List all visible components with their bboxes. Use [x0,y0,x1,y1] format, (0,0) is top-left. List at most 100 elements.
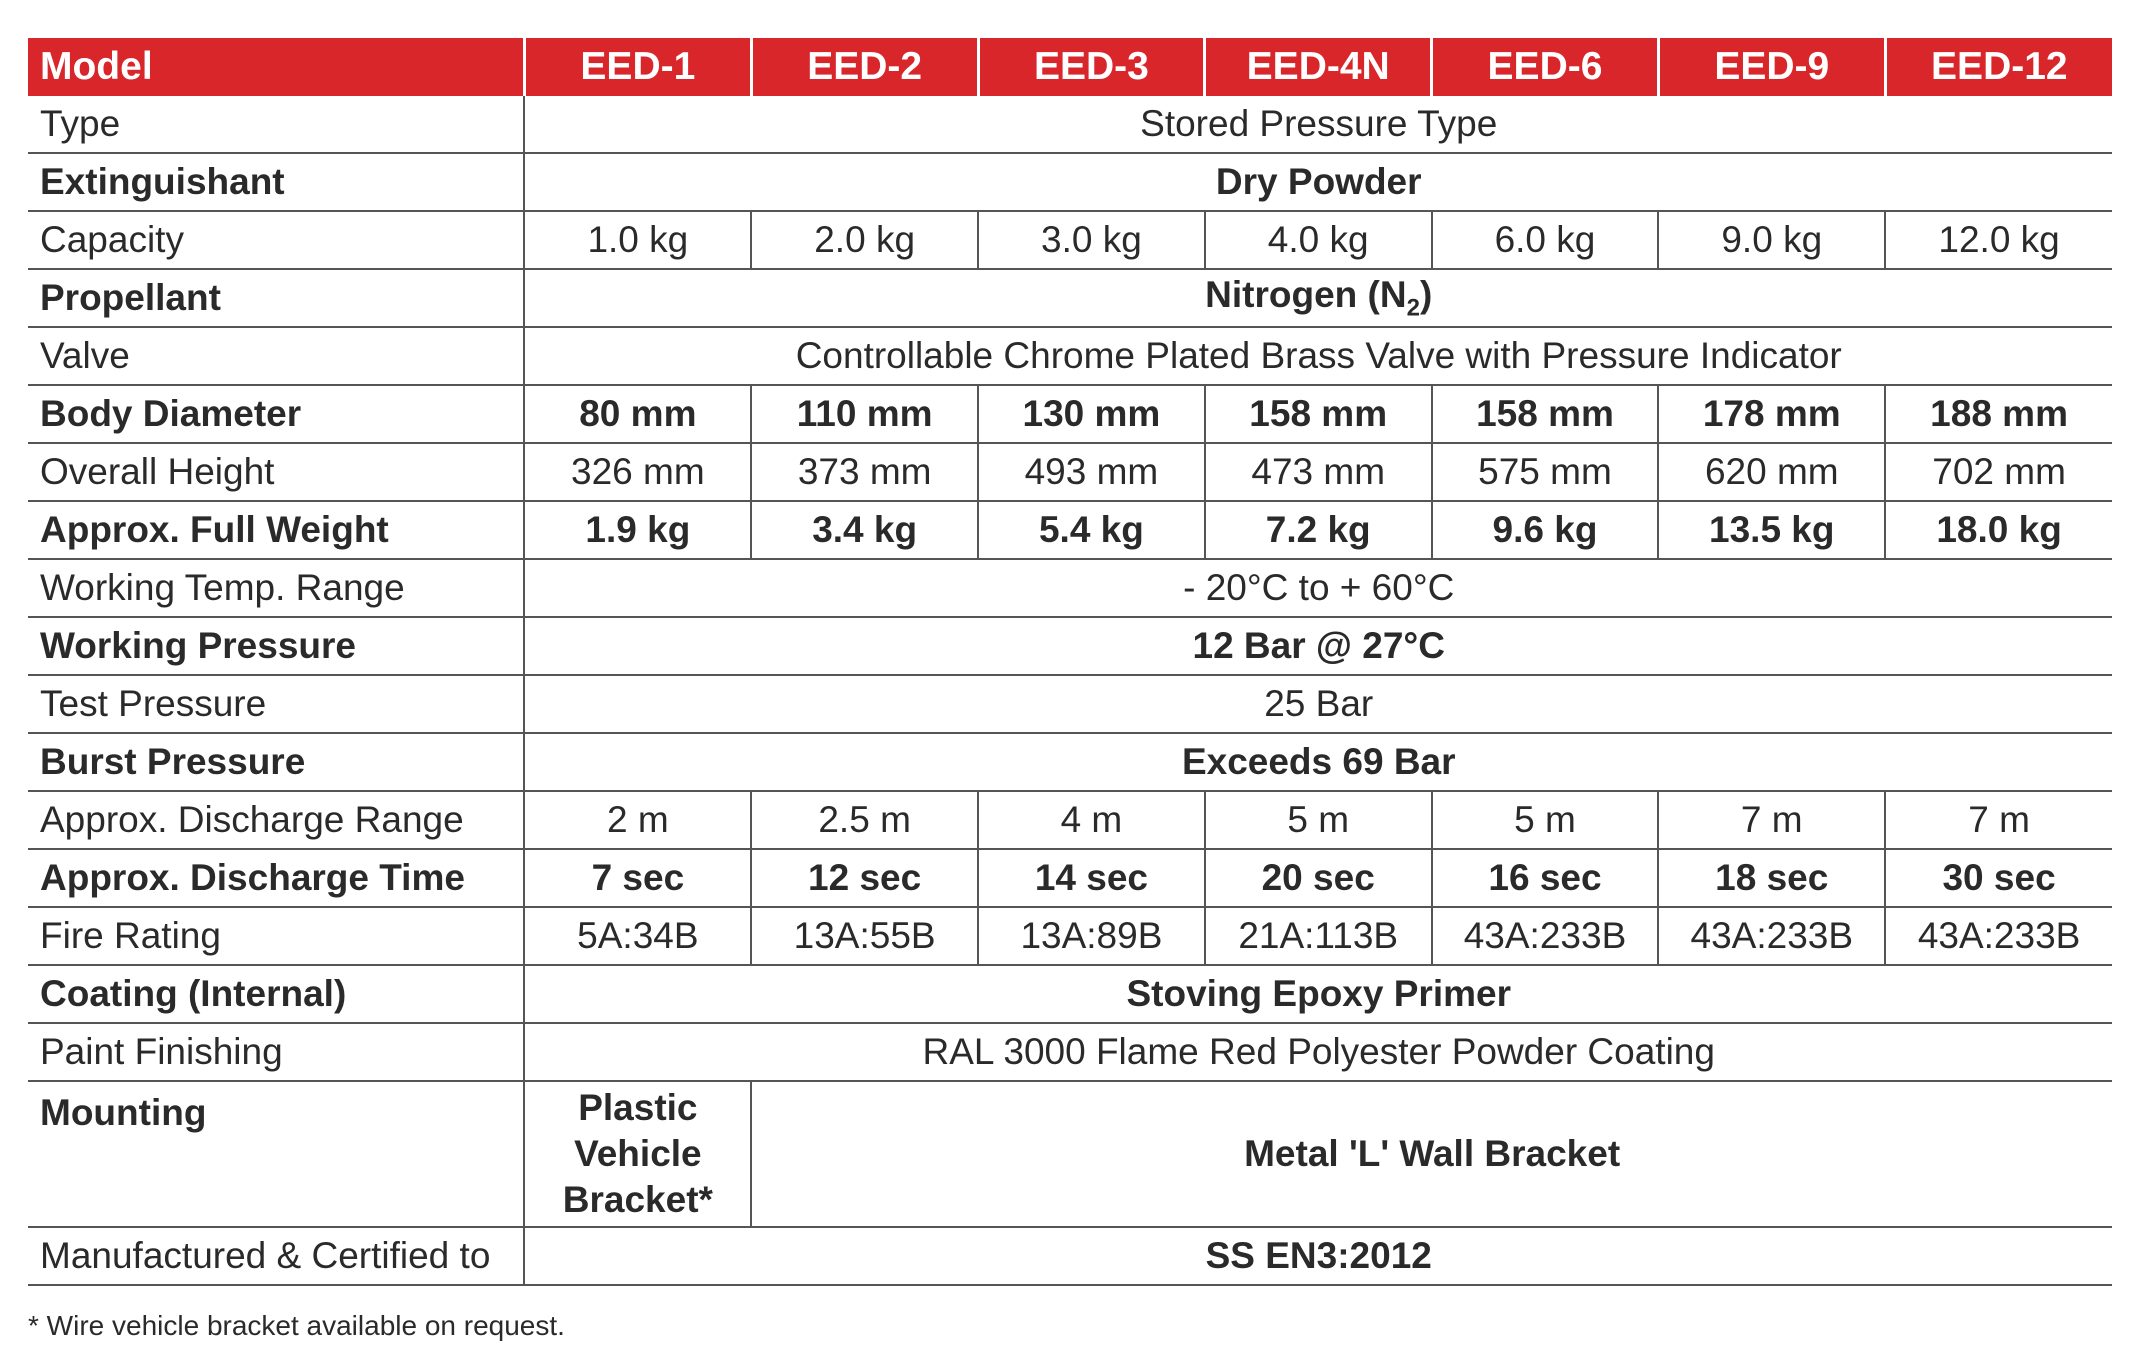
value-valve: Controllable Chrome Plated Brass Valve w… [523,327,2112,386]
cell-body-diameter: 110 mm [750,385,979,444]
cell-discharge-range: 7 m [1884,791,2112,850]
cell-discharge-time: 20 sec [1203,849,1432,908]
cell-discharge-time: 18 sec [1657,849,1886,908]
row-extinguishant: Extinguishant Dry Powder [28,153,2112,212]
cell-overall-height: 493 mm [977,443,1205,502]
row-label-valve: Valve [28,327,525,386]
cell-full-weight: 13.5 kg [1657,501,1886,560]
cell-discharge-time: 16 sec [1430,849,1659,908]
cell-capacity: 12.0 kg [1884,211,2112,270]
cell-discharge-time: 30 sec [1884,849,2112,908]
header-model-label: Model [28,38,525,96]
cell-fire-rating: 43A:233B [1884,907,2112,966]
cell-full-weight: 3.4 kg [750,501,979,560]
cell-capacity: 3.0 kg [977,211,1205,270]
value-coating: Stoving Epoxy Primer [523,965,2112,1024]
propellant-text: Nitrogen (N [1205,273,1407,315]
row-capacity: Capacity 1.0 kg 2.0 kg 3.0 kg 4.0 kg 6.0… [28,211,2112,270]
cell-full-weight: 18.0 kg [1884,501,2112,560]
mounting-plastic-line-1: Plastic Vehicle [574,1087,702,1174]
cell-discharge-range: 5 m [1203,791,1432,850]
row-label-paint: Paint Finishing [28,1023,525,1082]
header-model-eed-3: EED-3 [976,38,1205,96]
cell-body-diameter: 80 mm [523,385,752,444]
cell-overall-height: 575 mm [1430,443,1659,502]
cell-discharge-range: 7 m [1657,791,1886,850]
row-label-extinguishant: Extinguishant [28,153,525,212]
cell-body-diameter: 130 mm [977,385,1205,444]
row-discharge-range: Approx. Discharge Range 2 m 2.5 m 4 m 5 … [28,791,2112,850]
cell-fire-rating: 43A:233B [1657,907,1886,966]
row-paint: Paint Finishing RAL 3000 Flame Red Polye… [28,1023,2112,1082]
cell-capacity: 2.0 kg [750,211,979,270]
value-propellant: Nitrogen (N2) [523,269,2112,328]
cell-overall-height: 620 mm [1657,443,1886,502]
row-label-overall-height: Overall Height [28,443,525,502]
cell-full-weight: 1.9 kg [523,501,752,560]
row-propellant: Propellant Nitrogen (N2) [28,269,2112,328]
row-label-coating: Coating (Internal) [28,965,525,1024]
propellant-suffix: ) [1419,273,1433,315]
row-label-working-temp: Working Temp. Range [28,559,525,618]
header-model-eed-12: EED-12 [1883,38,2112,96]
row-full-weight: Approx. Full Weight 1.9 kg 3.4 kg 5.4 kg… [28,501,2112,560]
cell-fire-rating: 13A:55B [750,907,979,966]
row-label-mounting: Mounting [28,1081,525,1228]
cell-discharge-time: 14 sec [977,849,1205,908]
cell-full-weight: 7.2 kg [1203,501,1432,560]
row-body-diameter: Body Diameter 80 mm 110 mm 130 mm 158 mm… [28,385,2112,444]
value-extinguishant: Dry Powder [523,153,2112,212]
value-certification: SS EN3:2012 [523,1227,2112,1286]
cell-body-diameter: 178 mm [1657,385,1886,444]
cell-capacity: 9.0 kg [1657,211,1886,270]
cell-capacity: 6.0 kg [1430,211,1659,270]
header-model-eed-1: EED-1 [522,38,752,96]
cell-fire-rating: 5A:34B [523,907,752,966]
cell-body-diameter: 188 mm [1884,385,2112,444]
cell-fire-rating: 13A:89B [977,907,1205,966]
cell-fire-rating: 21A:113B [1203,907,1432,966]
row-label-propellant: Propellant [28,269,525,328]
mounting-plastic-line-2: Bracket* [562,1179,713,1220]
row-coating: Coating (Internal) Stoving Epoxy Primer [28,965,2112,1024]
cell-overall-height: 702 mm [1884,443,2112,502]
cell-discharge-range: 2 m [523,791,752,850]
propellant-subscript: 2 [1406,294,1420,322]
cell-fire-rating: 43A:233B [1430,907,1659,966]
value-type: Stored Pressure Type [523,96,2112,154]
header-model-eed-9: EED-9 [1656,38,1886,96]
row-label-test-pressure: Test Pressure [28,675,525,734]
row-working-pressure: Working Pressure 12 Bar @ 27°C [28,617,2112,676]
value-working-pressure: 12 Bar @ 27°C [523,617,2112,676]
cell-discharge-range: 5 m [1430,791,1659,850]
row-fire-rating: Fire Rating 5A:34B 13A:55B 13A:89B 21A:1… [28,907,2112,966]
cell-full-weight: 9.6 kg [1430,501,1659,560]
header-row: Model EED-1 EED-2 EED-3 EED-4N EED-6 EED… [28,38,2112,96]
row-label-certification: Manufactured & Certified to [28,1227,525,1286]
row-label-type: Type [28,96,525,154]
cell-overall-height: 326 mm [523,443,752,502]
value-test-pressure: 25 Bar [523,675,2112,734]
header-model-eed-4n: EED-4N [1203,38,1432,96]
cell-overall-height: 373 mm [750,443,979,502]
row-label-full-weight: Approx. Full Weight [28,501,525,560]
value-working-temp: - 20°C to + 60°C [523,559,2112,618]
row-label-burst-pressure: Burst Pressure [28,733,525,792]
footnote: * Wire vehicle bracket available on requ… [28,1310,565,1341]
specification-table: Model EED-1 EED-2 EED-3 EED-4N EED-6 EED… [28,38,2112,1286]
cell-discharge-range: 2.5 m [750,791,979,850]
row-certification: Manufactured & Certified to SS EN3:2012 [28,1227,2112,1286]
row-discharge-time: Approx. Discharge Time 7 sec 12 sec 14 s… [28,849,2112,908]
value-burst-pressure: Exceeds 69 Bar [523,733,2112,792]
header-model-eed-6: EED-6 [1430,38,1659,96]
row-label-working-pressure: Working Pressure [28,617,525,676]
cell-overall-height: 473 mm [1203,443,1432,502]
row-test-pressure: Test Pressure 25 Bar [28,675,2112,734]
row-label-fire-rating: Fire Rating [28,907,525,966]
row-label-discharge-range: Approx. Discharge Range [28,791,525,850]
cell-capacity: 4.0 kg [1203,211,1432,270]
row-label-body-diameter: Body Diameter [28,385,525,444]
cell-body-diameter: 158 mm [1430,385,1659,444]
